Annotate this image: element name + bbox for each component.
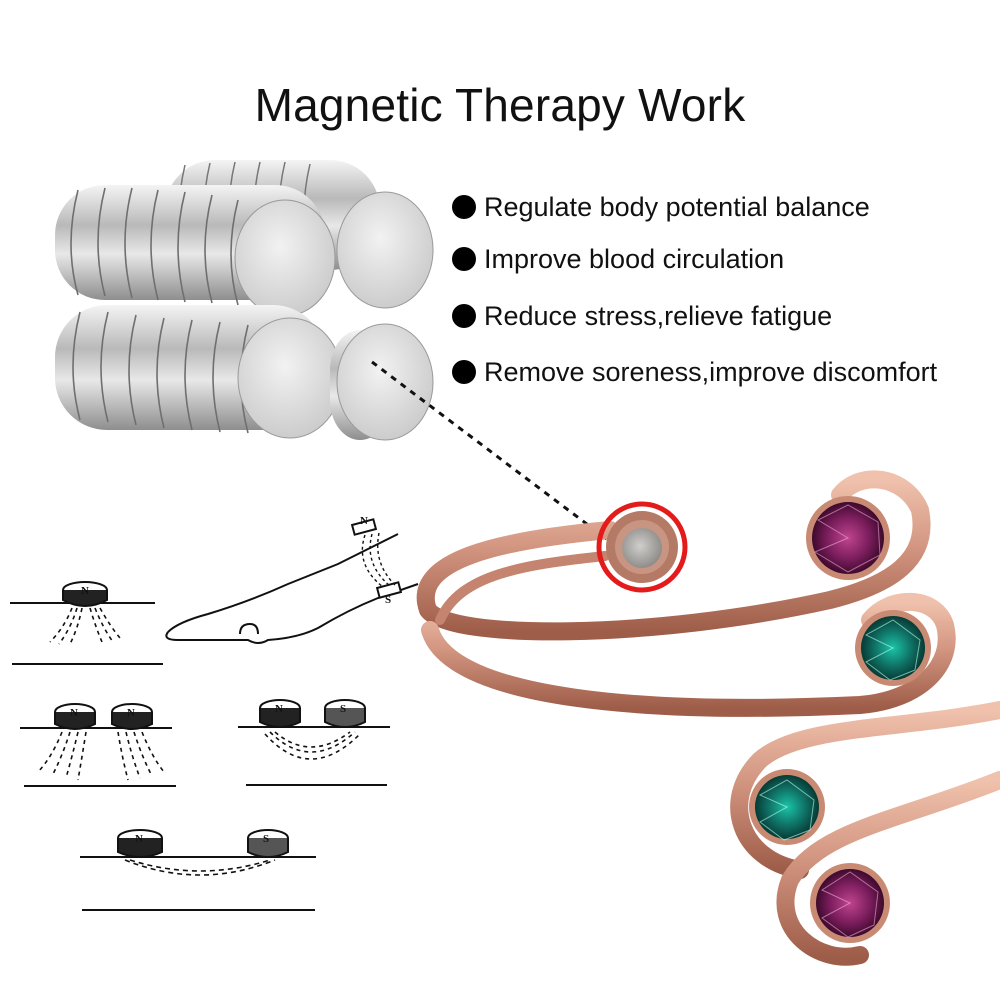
bullet-dot-icon <box>452 304 476 328</box>
diagram-north-south-close <box>238 699 390 786</box>
diagram-north-south-far <box>80 829 316 911</box>
pole-label-n: N <box>81 585 89 597</box>
benefit-text: Regulate body potential balance <box>484 191 870 222</box>
pole-label-s: S <box>385 594 391 606</box>
pole-label-n: N <box>275 703 283 715</box>
highlight-ring <box>596 501 688 593</box>
crystal-amethyst-bottom <box>810 863 890 943</box>
pole-labels: N N N N S N S N S <box>70 515 391 845</box>
magnet-end-cap <box>596 501 688 593</box>
diagram-north-north <box>20 703 176 787</box>
pole-label-n: N <box>360 515 368 527</box>
pole-label-s: S <box>340 703 346 715</box>
crystal-emerald-lower <box>749 769 825 845</box>
benefits-list: Regulate body potential balance Improve … <box>452 188 937 391</box>
pointer-dotted-line <box>371 360 609 542</box>
pole-label-n: N <box>135 833 143 845</box>
bullet-dot-icon <box>452 195 476 219</box>
magnet-row-bottom <box>55 305 434 441</box>
benefit-item: Reduce stress,relieve fatigue <box>452 297 937 335</box>
bullet-dot-icon <box>452 247 476 271</box>
pole-label-s: S <box>263 833 269 845</box>
benefit-item: Improve blood circulation <box>452 240 937 278</box>
benefit-item: Remove soreness,improve discomfort <box>452 353 937 391</box>
benefit-item: Regulate body potential balance <box>452 188 937 226</box>
magnet-row-front-top <box>55 185 336 317</box>
benefit-text: Reduce stress,relieve fatigue <box>484 300 833 331</box>
pole-label-n: N <box>70 707 78 719</box>
diagram-hand-wrist-magnet <box>165 518 419 644</box>
page-title: Magnetic Therapy Work <box>254 79 746 131</box>
benefit-text: Improve blood circulation <box>484 243 785 274</box>
bullet-dot-icon <box>452 360 476 384</box>
diagram-single-magnet <box>10 581 163 665</box>
crystal-amethyst-top <box>806 496 890 580</box>
pole-label-n: N <box>127 707 135 719</box>
benefit-text: Remove soreness,improve discomfort <box>484 356 938 387</box>
crystal-emerald-upper <box>855 610 931 686</box>
